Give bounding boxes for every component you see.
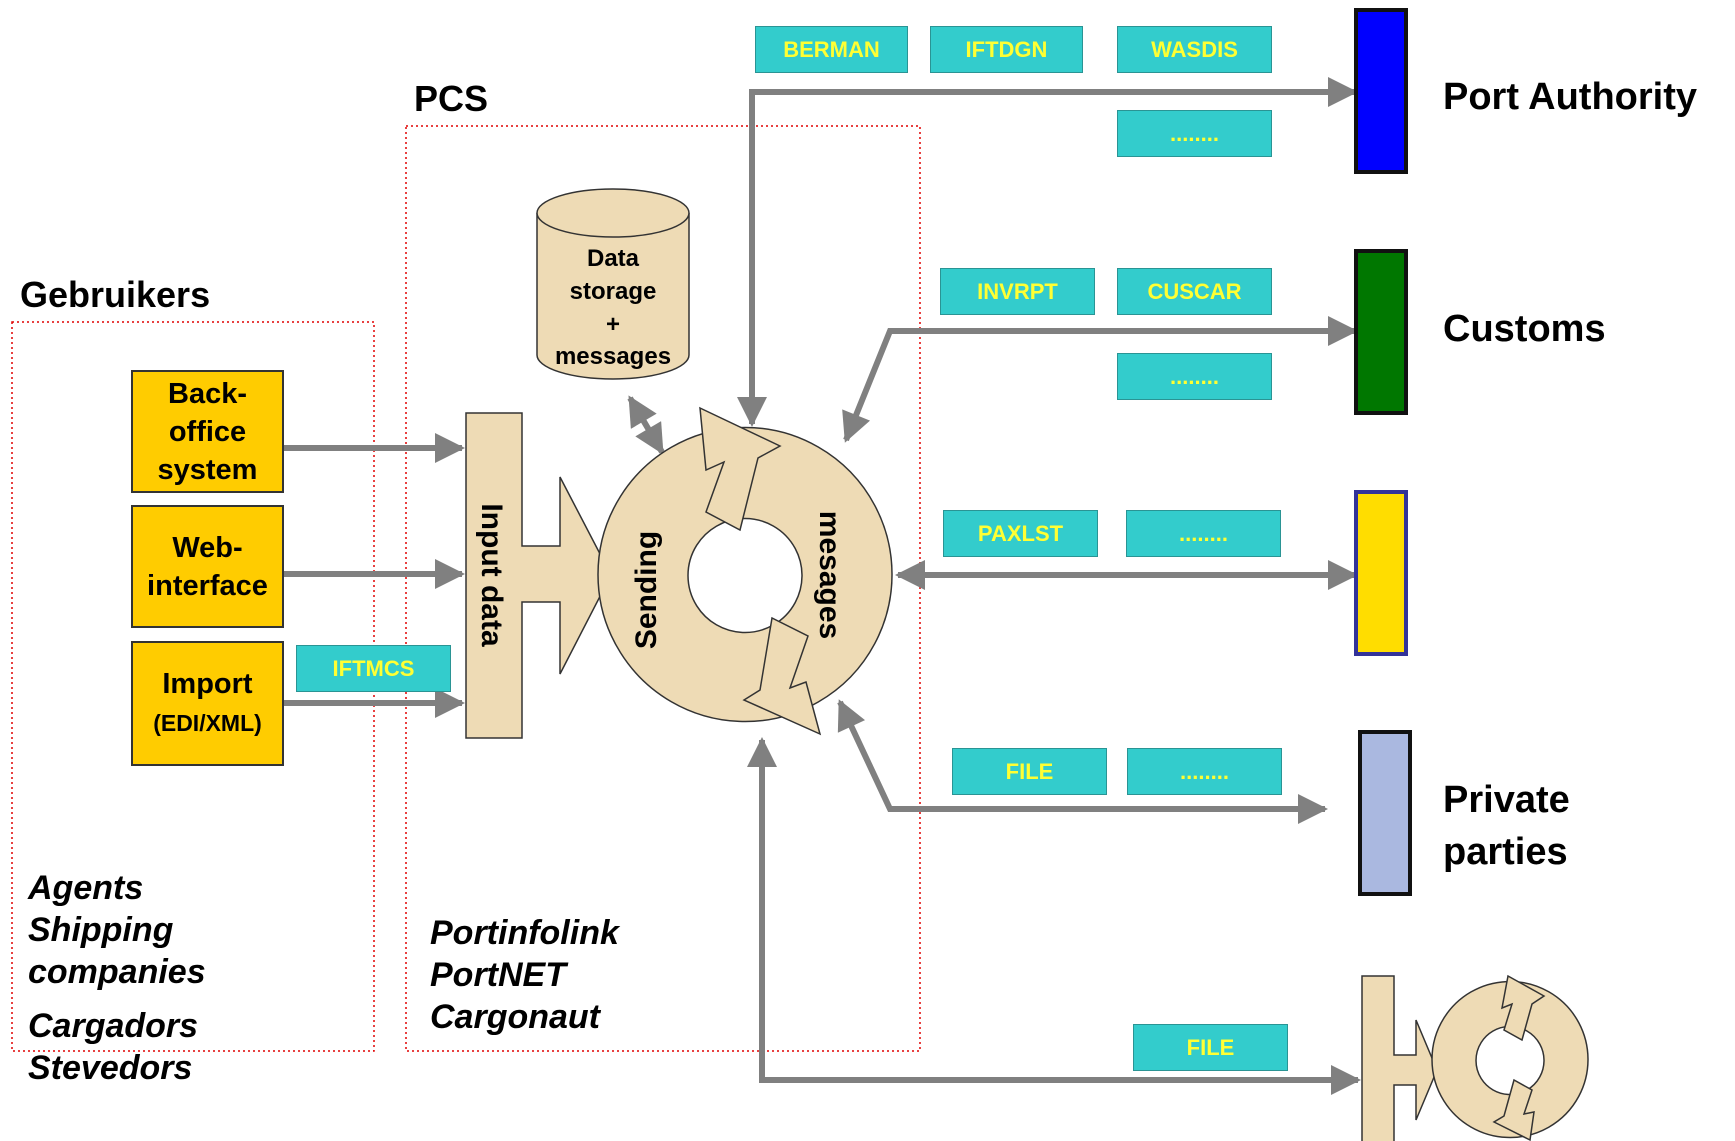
pcs-system-portnet: PortNET (430, 956, 566, 994)
message-cuscar: CUSCAR (1117, 268, 1272, 315)
yellow-target-bar (1354, 490, 1408, 656)
db-label-line2: storage (570, 278, 657, 305)
database-top (536, 188, 690, 238)
cycle-label-sending: Sending (630, 531, 663, 649)
arrow-port-authority-link (737, 77, 1358, 427)
cycle-label-mesages: mesages (813, 511, 846, 639)
mini-cycle-arrowhead-bottom (1492, 1078, 1535, 1141)
message-cu-more: ........ (1117, 353, 1272, 400)
port-authority-bar (1354, 8, 1408, 174)
pcs-systems-list: Portinfolink PortNET Cargonaut (430, 912, 619, 1038)
db-label-line4: messages (555, 343, 671, 370)
user-group-shipping: Shipping (28, 911, 174, 949)
message-pax-more: ........ (1126, 510, 1281, 557)
input-data-label: Input data (475, 503, 508, 647)
message-file-private: FILE (952, 748, 1107, 795)
cycle-arrowhead-bottom (742, 616, 822, 736)
input-data-shape (465, 412, 612, 739)
message-iftdgn: IFTDGN (930, 26, 1083, 73)
db-label-line1: Data (587, 245, 640, 272)
backoffice-line2: office (168, 415, 247, 448)
arrow-customs-link (842, 316, 1358, 443)
user-group-companies: companies (28, 953, 206, 991)
mini-cycle-shape (1431, 980, 1589, 1139)
mini-input-shape (1361, 975, 1438, 1141)
web-interface-box: Web-interface (131, 505, 284, 628)
web-line2: interface (147, 569, 268, 602)
user-groups-list: Agents Shipping companies Cargadors Stev… (28, 867, 206, 1089)
target-private-line2: parties (1443, 831, 1568, 873)
message-invrpt: INVRPT (940, 268, 1095, 315)
user-group-stevedors: Stevedors (28, 1049, 193, 1087)
backoffice-line1: Back- (168, 377, 247, 410)
message-berman: BERMAN (755, 26, 908, 73)
pcs-system-cargonaut: Cargonaut (430, 998, 600, 1036)
target-port-authority: Port Authority (1443, 76, 1698, 118)
message-file-more: ........ (1127, 748, 1282, 795)
message-file-bottom: FILE (1133, 1024, 1288, 1071)
target-private-line1: Private (1443, 779, 1570, 821)
private-parties-bar (1358, 730, 1412, 896)
user-group-agents: Agents (28, 869, 144, 907)
mini-cycle-arrowhead-top (1501, 974, 1546, 1042)
web-line1: Web- (172, 531, 243, 564)
pcs-title: PCS (414, 78, 489, 119)
import-box: Import (EDI/XML) (131, 641, 284, 766)
message-pa-more: ........ (1117, 110, 1272, 157)
database-cylinder (536, 213, 690, 380)
cycle-shape (597, 426, 893, 723)
arrow-db-link (627, 395, 665, 455)
backoffice-system-box: Back-office system (131, 370, 284, 493)
message-paxlst: PAXLST (943, 510, 1098, 557)
pcs-system-portinfolink: Portinfolink (430, 914, 619, 952)
cycle-arrowhead-top (699, 406, 782, 532)
users-title: Gebruikers (20, 274, 211, 315)
import-sublabel: (EDI/XML) (153, 710, 262, 736)
customs-bar (1354, 249, 1408, 415)
db-label-line3: + (606, 311, 620, 338)
import-label: Import (162, 668, 253, 700)
target-customs: Customs (1443, 308, 1606, 350)
backoffice-line3: system (157, 453, 258, 486)
user-group-cargadors: Cargadors (28, 1007, 199, 1045)
message-wasdis: WASDIS (1117, 26, 1272, 73)
message-iftmcs: IFTMCS (296, 645, 451, 692)
arrow-mini-system-link (747, 737, 1361, 1095)
